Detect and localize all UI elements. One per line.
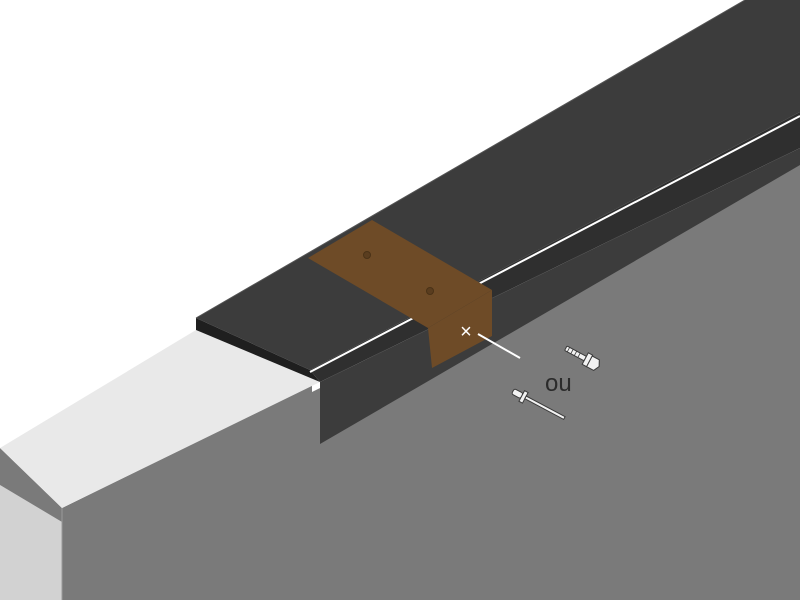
rivet-hole [426,287,434,295]
coping-end-edge [196,318,320,382]
leader-line [477,333,521,359]
wall-end-face [0,485,62,600]
cross-marker: × [460,321,472,343]
splice-plate-top [308,220,492,328]
rivet-hole [363,251,371,259]
wall-top [0,330,320,508]
coping-back-edge [195,0,746,319]
self-drilling-screw-icon [564,345,600,371]
splice-plate-front [428,290,492,368]
ou-label: ou [545,370,572,397]
blind-rivet-icon [511,388,566,421]
coping-highlight-line [309,115,800,373]
splice-plate [308,220,492,368]
coping-front-drip [320,148,800,444]
